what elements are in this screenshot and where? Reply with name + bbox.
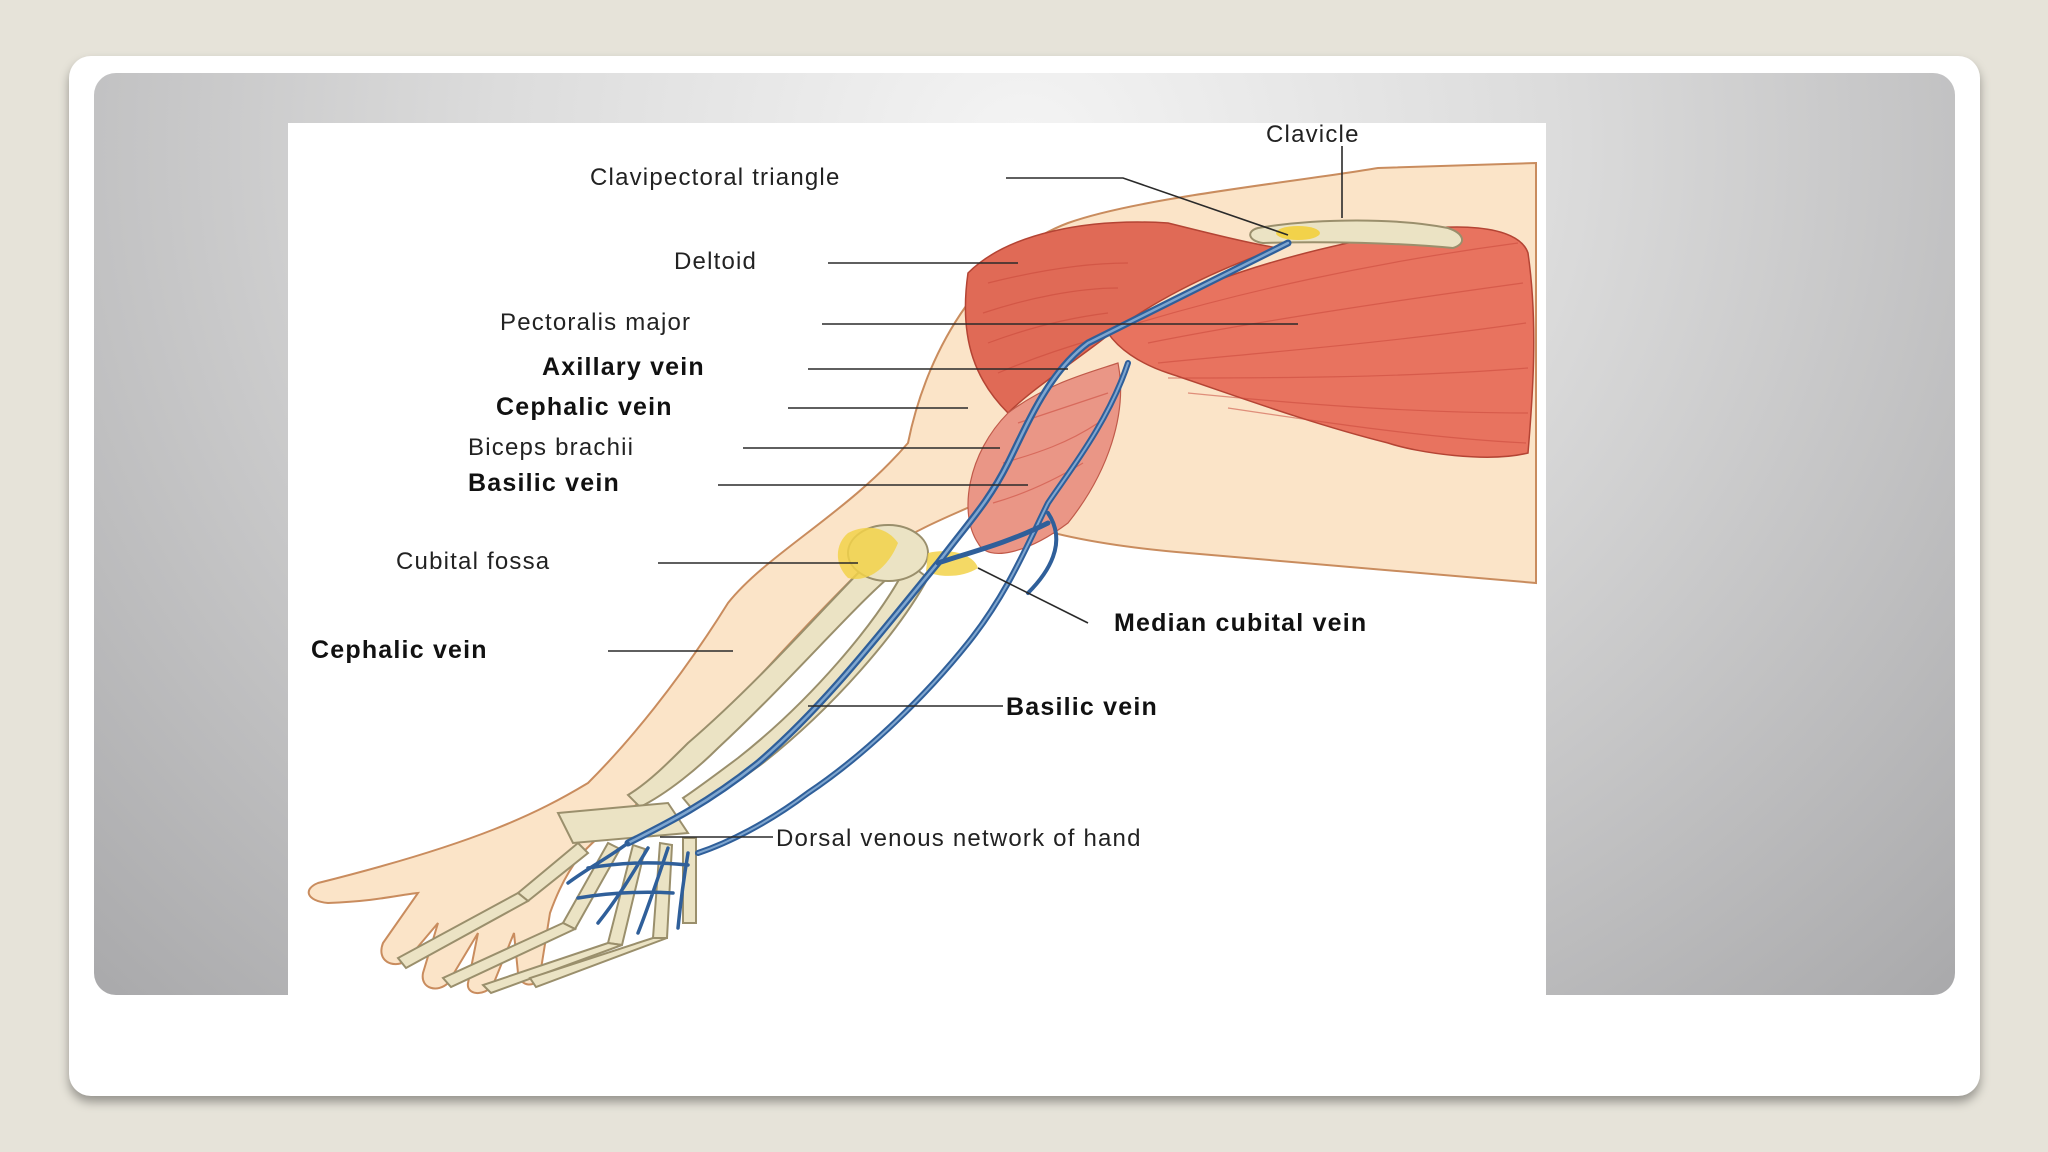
label-clavipectoral-triangle: Clavipectoral triangle bbox=[590, 164, 841, 191]
label-cephalic-vein-lower: Cephalic vein bbox=[311, 636, 488, 664]
pectoralis-major-muscle bbox=[1106, 226, 1535, 458]
label-dorsal-venous-network: Dorsal venous network of hand bbox=[776, 825, 1142, 852]
leader-lines bbox=[608, 146, 1343, 838]
label-clavicle: Clavicle bbox=[1266, 123, 1360, 148]
clavipectoral-fat bbox=[1276, 226, 1320, 240]
label-basilic-vein-upper: Basilic vein bbox=[468, 469, 620, 497]
biceps-brachii-muscle bbox=[967, 362, 1122, 554]
label-cubital-fossa: Cubital fossa bbox=[396, 548, 550, 575]
cubital-fat bbox=[837, 527, 898, 579]
label-median-cubital-vein: Median cubital vein bbox=[1114, 609, 1367, 637]
arm-veins-illustration: Clavicle Clavipectoral triangle Deltoid … bbox=[307, 123, 1537, 995]
label-cephalic-vein-upper: Cephalic vein bbox=[496, 393, 673, 421]
deltoid-muscle bbox=[964, 221, 1281, 415]
anatomy-figure: Clavicle Clavipectoral triangle Deltoid … bbox=[288, 123, 1546, 995]
veins bbox=[566, 239, 1292, 935]
label-axillary-vein: Axillary vein bbox=[542, 353, 705, 381]
label-biceps-brachii: Biceps brachii bbox=[468, 434, 634, 461]
label-basilic-vein-lower: Basilic vein bbox=[1006, 693, 1158, 721]
label-pectoralis-major: Pectoralis major bbox=[500, 309, 691, 336]
label-deltoid: Deltoid bbox=[674, 248, 757, 275]
